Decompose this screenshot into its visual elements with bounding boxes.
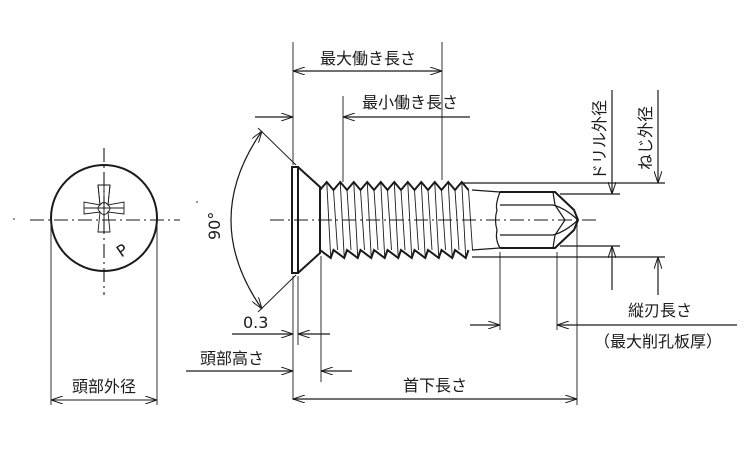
thread-helix-line bbox=[407, 181, 419, 259]
countersunk-head bbox=[291, 166, 321, 274]
thread-section bbox=[319, 180, 473, 260]
max-drilling-thickness-label: （最大削孔板厚） bbox=[594, 332, 722, 351]
screw-side-view: ドリル外径 ねじ外径 最大働き長さ 最小働き長さ 90° 0.3 頭部高さ 首下… bbox=[186, 42, 737, 405]
thread-profile bbox=[319, 248, 470, 260]
thread-helix-line bbox=[447, 181, 460, 259]
drill-outer-diameter-label: ドリル外径 bbox=[590, 100, 609, 180]
thread-helix-line bbox=[420, 181, 433, 259]
angle-extension-line bbox=[257, 274, 297, 313]
flute-length-label: 縦刃長さ bbox=[628, 301, 692, 320]
thread-helix-line bbox=[434, 181, 446, 259]
phillips-recess-icon bbox=[83, 184, 125, 233]
drill-point bbox=[494, 191, 580, 249]
max-working-length-label: 最大働き長さ bbox=[320, 49, 416, 68]
head-edge-thickness-label: 0.3 bbox=[243, 313, 268, 332]
thread-helix-line bbox=[393, 181, 406, 259]
length-under-head-label: 首下長さ bbox=[403, 376, 467, 395]
head-top-view: P 頭部外径 bbox=[13, 148, 198, 405]
thread-helix-line bbox=[353, 181, 365, 259]
head-height-label: 頭部高さ bbox=[200, 349, 264, 368]
thread-helix-line bbox=[339, 181, 352, 259]
head-outline-circle bbox=[50, 164, 158, 272]
head-angle-label: 90° bbox=[205, 212, 224, 240]
recess-type-mark: P bbox=[113, 240, 132, 261]
dot bbox=[13, 218, 15, 220]
shank-taper bbox=[471, 189, 501, 251]
head-angle-arc bbox=[230, 131, 262, 309]
thread-helix-line bbox=[461, 181, 473, 259]
thread-outer-diameter-label: ねじ外径 bbox=[636, 106, 655, 170]
thread-helix-line bbox=[326, 181, 338, 259]
min-working-length-label: 最小働き長さ bbox=[362, 93, 458, 112]
thread-helix-line bbox=[380, 181, 392, 259]
thread-helix-line bbox=[366, 181, 379, 259]
dot bbox=[196, 201, 198, 203]
angle-extension-line bbox=[257, 127, 297, 166]
head-outer-diameter-label: 頭部外径 bbox=[72, 377, 136, 396]
